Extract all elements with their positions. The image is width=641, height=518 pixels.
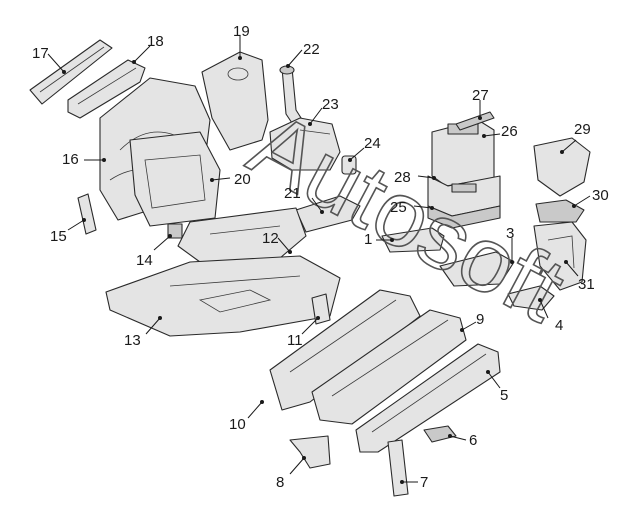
callout-4: 4 bbox=[555, 317, 563, 334]
callout-6: 6 bbox=[469, 432, 477, 449]
callout-31: 31 bbox=[578, 276, 595, 293]
callout-15: 15 bbox=[50, 228, 67, 245]
part-14-block bbox=[167, 223, 183, 239]
part-26-battery bbox=[431, 119, 495, 187]
part-5-rail-right bbox=[355, 343, 501, 453]
leader-lines bbox=[47, 36, 591, 484]
callout-27: 27 bbox=[472, 87, 489, 104]
part-29-cover bbox=[533, 137, 591, 197]
part-9-rail-center bbox=[311, 309, 467, 425]
part-8-angle-bracket bbox=[289, 435, 331, 469]
callout-1: 1 bbox=[364, 231, 372, 248]
callout-30: 30 bbox=[592, 187, 609, 204]
callout-13: 13 bbox=[124, 332, 141, 349]
part-7-bracket bbox=[387, 439, 409, 497]
callout-7: 7 bbox=[420, 474, 428, 491]
part-23-reservoir bbox=[269, 117, 341, 171]
part-30-mount bbox=[535, 199, 585, 223]
part-4-bracket bbox=[507, 285, 555, 311]
part-6-block bbox=[423, 425, 457, 443]
callout-21: 21 bbox=[284, 185, 301, 202]
callout-22: 22 bbox=[303, 41, 320, 58]
part-24-cap bbox=[341, 155, 357, 175]
part-10-rail-left bbox=[269, 289, 421, 411]
callout-18: 18 bbox=[147, 33, 164, 50]
callout-26: 26 bbox=[501, 123, 518, 140]
callout-5: 5 bbox=[500, 387, 508, 404]
callout-8: 8 bbox=[276, 474, 284, 491]
part-17-rail bbox=[29, 39, 113, 105]
part-20-bulkhead bbox=[129, 131, 221, 227]
callout-16: 16 bbox=[62, 151, 79, 168]
part-25-battery-base bbox=[427, 205, 501, 229]
part-31-side-bracket bbox=[533, 221, 587, 291]
part-19-inner-fender bbox=[201, 51, 269, 151]
part-21-cross-member bbox=[295, 195, 361, 233]
callout-10: 10 bbox=[229, 416, 246, 433]
part-18-rail-bracket bbox=[67, 59, 146, 119]
callout-labels: 17 18 19 22 23 24 27 26 28 25 29 30 31 1… bbox=[32, 23, 609, 491]
callout-14: 14 bbox=[136, 252, 153, 269]
callout-3: 3 bbox=[506, 225, 514, 242]
callout-17: 17 bbox=[32, 45, 49, 62]
callout-23: 23 bbox=[322, 96, 339, 113]
callout-9: 9 bbox=[476, 311, 484, 328]
callout-25: 25 bbox=[390, 199, 407, 216]
part-13-floor-pan bbox=[105, 255, 341, 337]
callout-11: 11 bbox=[287, 332, 303, 349]
part-11-plate bbox=[311, 293, 331, 325]
part-15-bracket bbox=[77, 193, 97, 235]
callout-12: 12 bbox=[262, 230, 279, 247]
callout-24: 24 bbox=[364, 135, 381, 152]
part-1-brace bbox=[381, 227, 445, 253]
part-3-bracket bbox=[439, 251, 515, 287]
callout-20: 20 bbox=[234, 171, 251, 188]
callout-19: 19 bbox=[233, 23, 250, 40]
callout-28: 28 bbox=[394, 169, 411, 186]
callout-29: 29 bbox=[574, 121, 591, 138]
part-27-battery-clamp bbox=[455, 111, 495, 131]
